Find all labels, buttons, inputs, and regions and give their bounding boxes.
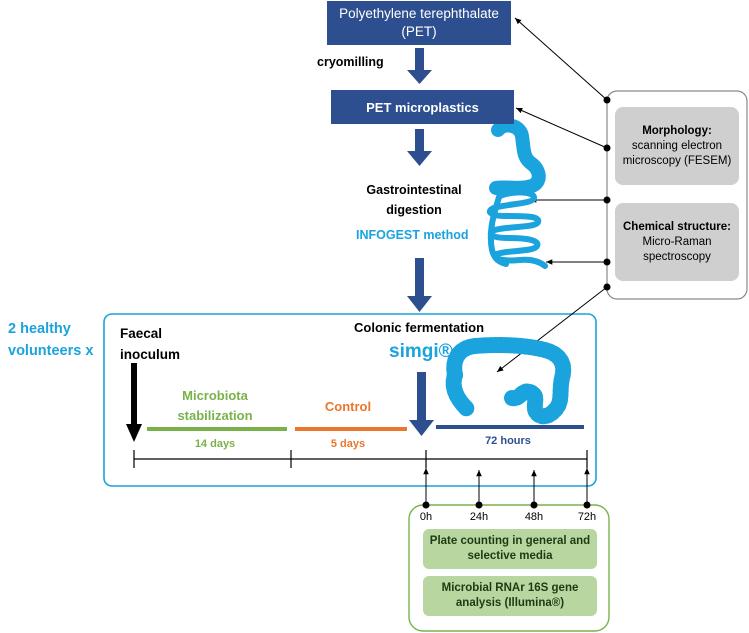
morphology-title: Morphology:: [642, 124, 712, 137]
simgi-label: simgi®: [389, 341, 453, 362]
pet-box: Polyethylene terephthalate (PET): [327, 1, 511, 45]
plate-counting-box: Plate counting in general and selective …: [423, 529, 597, 569]
microbial-rna-box: Microbial RNAr 16S gene analysis (Illumi…: [423, 576, 597, 616]
stabilization-days: 14 days: [194, 438, 236, 450]
inoculum-arrow: [126, 363, 142, 442]
pet-label: Polyethylene terephthalate (PET): [339, 6, 499, 39]
analysis-arrows: [496, 17, 608, 373]
fermentation-frame: [103, 313, 597, 487]
timeline: [133, 450, 588, 468]
pet-microplastics-box: PET microplastics: [331, 90, 514, 124]
chemical-structure-box: Chemical structure: Micro-Raman spectros…: [615, 203, 739, 281]
colon-icon: [445, 337, 572, 425]
control-label: Control: [324, 399, 372, 414]
timepoint-0h: 0h: [419, 511, 433, 523]
control-days: 5 days: [330, 438, 366, 450]
sampling-frame: [408, 504, 610, 632]
process-arrows: [407, 48, 434, 436]
morphology-box: Morphology: scanning electron microscopy…: [615, 107, 739, 185]
plate-counting-label: Plate counting in general and selective …: [429, 535, 591, 562]
timepoint-48h: 48h: [524, 511, 544, 523]
timepoint-24h: 24h: [469, 511, 489, 523]
microbial-rna-label: Microbial RNAr 16S gene analysis (Illumi…: [441, 582, 579, 609]
stabilization-label: Microbiota stabilization: [177, 388, 253, 423]
gi-digestion-label: Gastrointestinal digestion: [366, 183, 462, 217]
chemical-structure-title: Chemical structure:: [622, 220, 731, 233]
fermentation-hours: 72 hours: [485, 435, 531, 447]
timepoint-72h: 72h: [577, 511, 597, 523]
volunteers-label: 2 healthy volunteers x: [8, 321, 94, 359]
sampling-arrows: [423, 468, 590, 505]
analysis-panel-frame: [606, 90, 748, 300]
chemical-structure-body: Micro-Raman spectroscopy: [642, 235, 712, 263]
faecal-inoculum-label: Faecal inoculum: [120, 326, 180, 362]
cryomilling-label: cryomilling: [317, 55, 384, 69]
infogest-label: INFOGEST method: [356, 228, 469, 242]
morphology-body: scanning electron microscopy (FESEM): [622, 139, 732, 167]
stomach-icon: [487, 118, 548, 269]
colonic-fermentation-label: Colonic fermentation: [354, 320, 485, 335]
pet-microplastics-label: PET microplastics: [366, 99, 479, 115]
